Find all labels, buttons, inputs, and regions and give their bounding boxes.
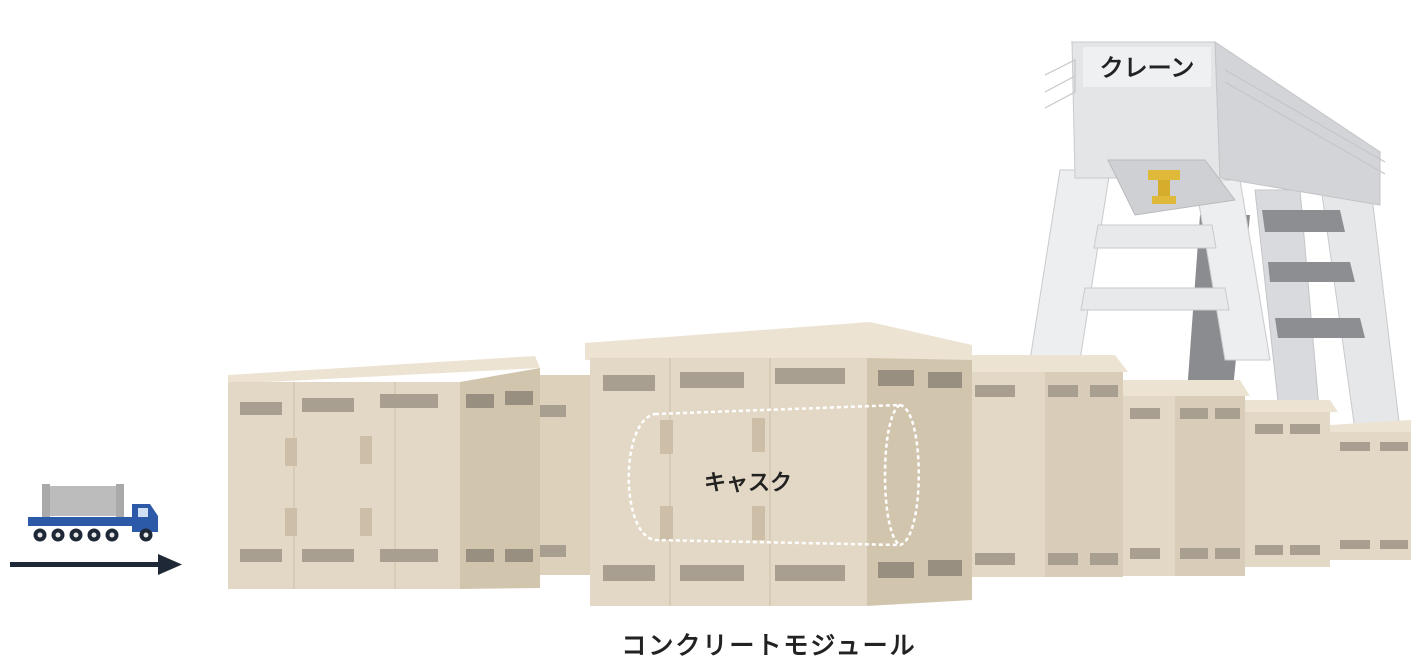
vent xyxy=(1290,545,1320,555)
vent xyxy=(1048,553,1078,565)
vent xyxy=(240,549,282,562)
crane-brace xyxy=(1093,224,1217,249)
vent xyxy=(380,549,438,562)
vent xyxy=(928,560,962,576)
hook-icon xyxy=(1148,170,1180,204)
vent xyxy=(1340,540,1370,549)
vent xyxy=(505,391,533,405)
concrete-module xyxy=(968,355,1128,577)
vent xyxy=(1255,424,1283,434)
vent xyxy=(380,394,438,408)
concrete-module xyxy=(1120,380,1250,576)
vent xyxy=(775,565,845,581)
vent xyxy=(680,565,744,581)
truck-icon xyxy=(28,484,158,542)
vent xyxy=(1180,408,1208,419)
vent xyxy=(466,549,494,562)
vent xyxy=(1215,408,1240,419)
vent xyxy=(1090,553,1118,565)
vent xyxy=(975,553,1015,565)
crane: クレーン xyxy=(1029,41,1401,431)
truck-trailer xyxy=(28,517,136,526)
vent xyxy=(538,545,566,557)
crane-brace xyxy=(1262,210,1345,232)
vent xyxy=(1380,442,1408,451)
vent xyxy=(1048,385,1078,397)
vent xyxy=(928,372,962,388)
vent xyxy=(240,402,282,415)
crane-railing xyxy=(1044,59,1386,175)
vent xyxy=(975,385,1015,397)
crane-brace xyxy=(1268,262,1355,282)
vent xyxy=(878,370,914,386)
vent xyxy=(1340,442,1370,451)
vent xyxy=(505,549,533,562)
cask-label: キャスク xyxy=(704,471,792,496)
vent xyxy=(302,549,354,562)
concrete-module-center: キャスク xyxy=(585,322,972,606)
vent xyxy=(1130,548,1160,559)
vent xyxy=(302,398,354,412)
crane-brace xyxy=(1080,287,1230,311)
crane-left-leg-outer xyxy=(1029,169,1111,361)
vent xyxy=(603,565,655,581)
concrete-module xyxy=(535,375,590,575)
concrete-module xyxy=(1245,400,1338,567)
vent xyxy=(1255,545,1283,555)
vent xyxy=(538,405,566,417)
vent xyxy=(1180,548,1208,559)
vent xyxy=(878,562,914,578)
vent xyxy=(680,372,744,388)
crane-trolley xyxy=(1107,159,1236,216)
concrete-module xyxy=(228,356,540,589)
vent xyxy=(775,368,845,384)
vent xyxy=(1215,548,1240,559)
crane-label-box xyxy=(1083,47,1211,87)
vent xyxy=(466,394,494,408)
vent xyxy=(1290,424,1320,434)
concrete-module-label: コンクリートモジュール xyxy=(621,631,916,660)
concrete-module xyxy=(1330,420,1411,560)
arrow-right-icon xyxy=(10,554,182,575)
truck-cargo xyxy=(46,486,120,516)
vent xyxy=(1130,408,1160,419)
concrete-modules: キャスク xyxy=(228,322,1411,606)
vent xyxy=(603,375,655,391)
cask-outline xyxy=(627,403,920,547)
vent xyxy=(1380,540,1408,549)
vent xyxy=(1090,385,1118,397)
crane-brace xyxy=(1275,318,1365,338)
crane-label: クレーン xyxy=(1100,54,1195,82)
